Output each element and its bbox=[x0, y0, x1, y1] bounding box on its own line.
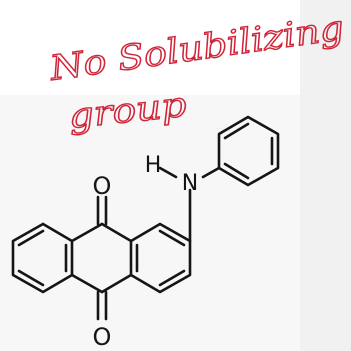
background-panel-right bbox=[300, 0, 351, 351]
carbonyl-bonds bbox=[96, 195, 108, 321]
phenyl-ring bbox=[217, 115, 280, 187]
n-h-bond bbox=[158, 166, 178, 179]
central-quinone-ring bbox=[70, 222, 133, 294]
background-panel bbox=[0, 95, 351, 351]
atom-label-nitrogen: N bbox=[182, 171, 198, 196]
atom-label-oxygen-top: O bbox=[93, 172, 112, 200]
right-benzene-ring bbox=[129, 222, 192, 294]
atom-label-oxygen-bottom: O bbox=[93, 323, 112, 351]
atom-label-hydrogen: H bbox=[145, 153, 162, 178]
molecule-structure bbox=[11, 115, 280, 321]
n-phenyl-bond bbox=[201, 166, 221, 179]
